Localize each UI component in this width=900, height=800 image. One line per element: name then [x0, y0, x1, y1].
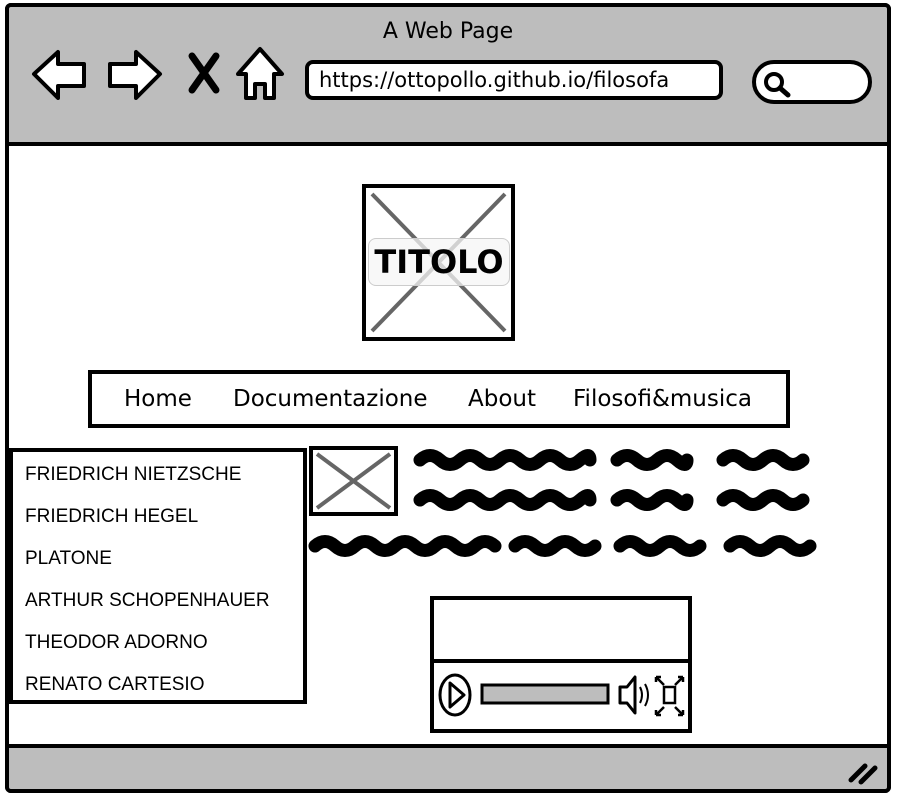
text-placeholder: [308, 449, 817, 557]
nav-menu: Home Documentazione About Filosofi&music…: [88, 370, 790, 428]
home-icon[interactable]: [234, 44, 294, 104]
volume-icon[interactable]: [618, 675, 649, 715]
address-bar[interactable]: https://ottopollo.github.io/filosofa: [305, 60, 723, 100]
play-icon[interactable]: [438, 673, 472, 717]
nav-item-about[interactable]: About: [468, 386, 537, 412]
arrow-right-icon[interactable]: [104, 44, 164, 104]
image-placeholder: [309, 446, 398, 516]
text-scribble: [716, 489, 810, 511]
video-controls: [434, 659, 688, 729]
text-scribble: [716, 449, 810, 471]
text-scribble: [413, 489, 597, 511]
resize-grip-icon[interactable]: [845, 756, 881, 786]
sidebar-item-adorno[interactable]: THEODOR ADORNO: [25, 632, 208, 653]
arrow-left-icon[interactable]: [28, 44, 88, 104]
search-icon: [764, 72, 791, 98]
text-scribble: [723, 535, 817, 557]
page-title: TITOLO: [368, 238, 510, 286]
sidebar-item-platone[interactable]: PLATONE: [25, 548, 112, 569]
sidebar-item-schopenhauer[interactable]: ARTHUR SCHOPENHAUER: [25, 590, 270, 611]
nav-item-filosofi-musica[interactable]: Filosofi&musica: [573, 386, 752, 412]
text-scribble: [508, 535, 602, 557]
nav-item-home[interactable]: Home: [124, 386, 192, 412]
status-bar: [5, 744, 891, 793]
text-scribble: [413, 449, 597, 471]
sidebar-item-nietzsche[interactable]: FRIEDRICH NIETZSCHE: [25, 464, 242, 485]
text-scribble: [613, 535, 707, 557]
sidebar: FRIEDRICH NIETZSCHE FRIEDRICH HEGEL PLAT…: [9, 448, 307, 704]
image-placeholder-icon: [315, 452, 392, 510]
sidebar-item-cartesio[interactable]: RENATO CARTESIO: [25, 674, 205, 695]
text-scribble: [610, 489, 694, 511]
sidebar-item-hegel[interactable]: FRIEDRICH HEGEL: [25, 506, 199, 527]
close-icon[interactable]: [184, 44, 244, 104]
progress-bar[interactable]: [480, 683, 610, 705]
window-title: A Web Page: [382, 19, 514, 44]
fullscreen-icon[interactable]: [654, 675, 685, 717]
url-text: https://ottopollo.github.io/filosofa: [319, 68, 670, 92]
nav-item-documentazione[interactable]: Documentazione: [233, 386, 428, 412]
logo-placeholder: TITOLO: [362, 184, 515, 341]
text-scribble: [610, 449, 694, 471]
video-player[interactable]: [430, 596, 692, 733]
search-input[interactable]: [752, 60, 872, 104]
text-scribble: [308, 535, 502, 557]
